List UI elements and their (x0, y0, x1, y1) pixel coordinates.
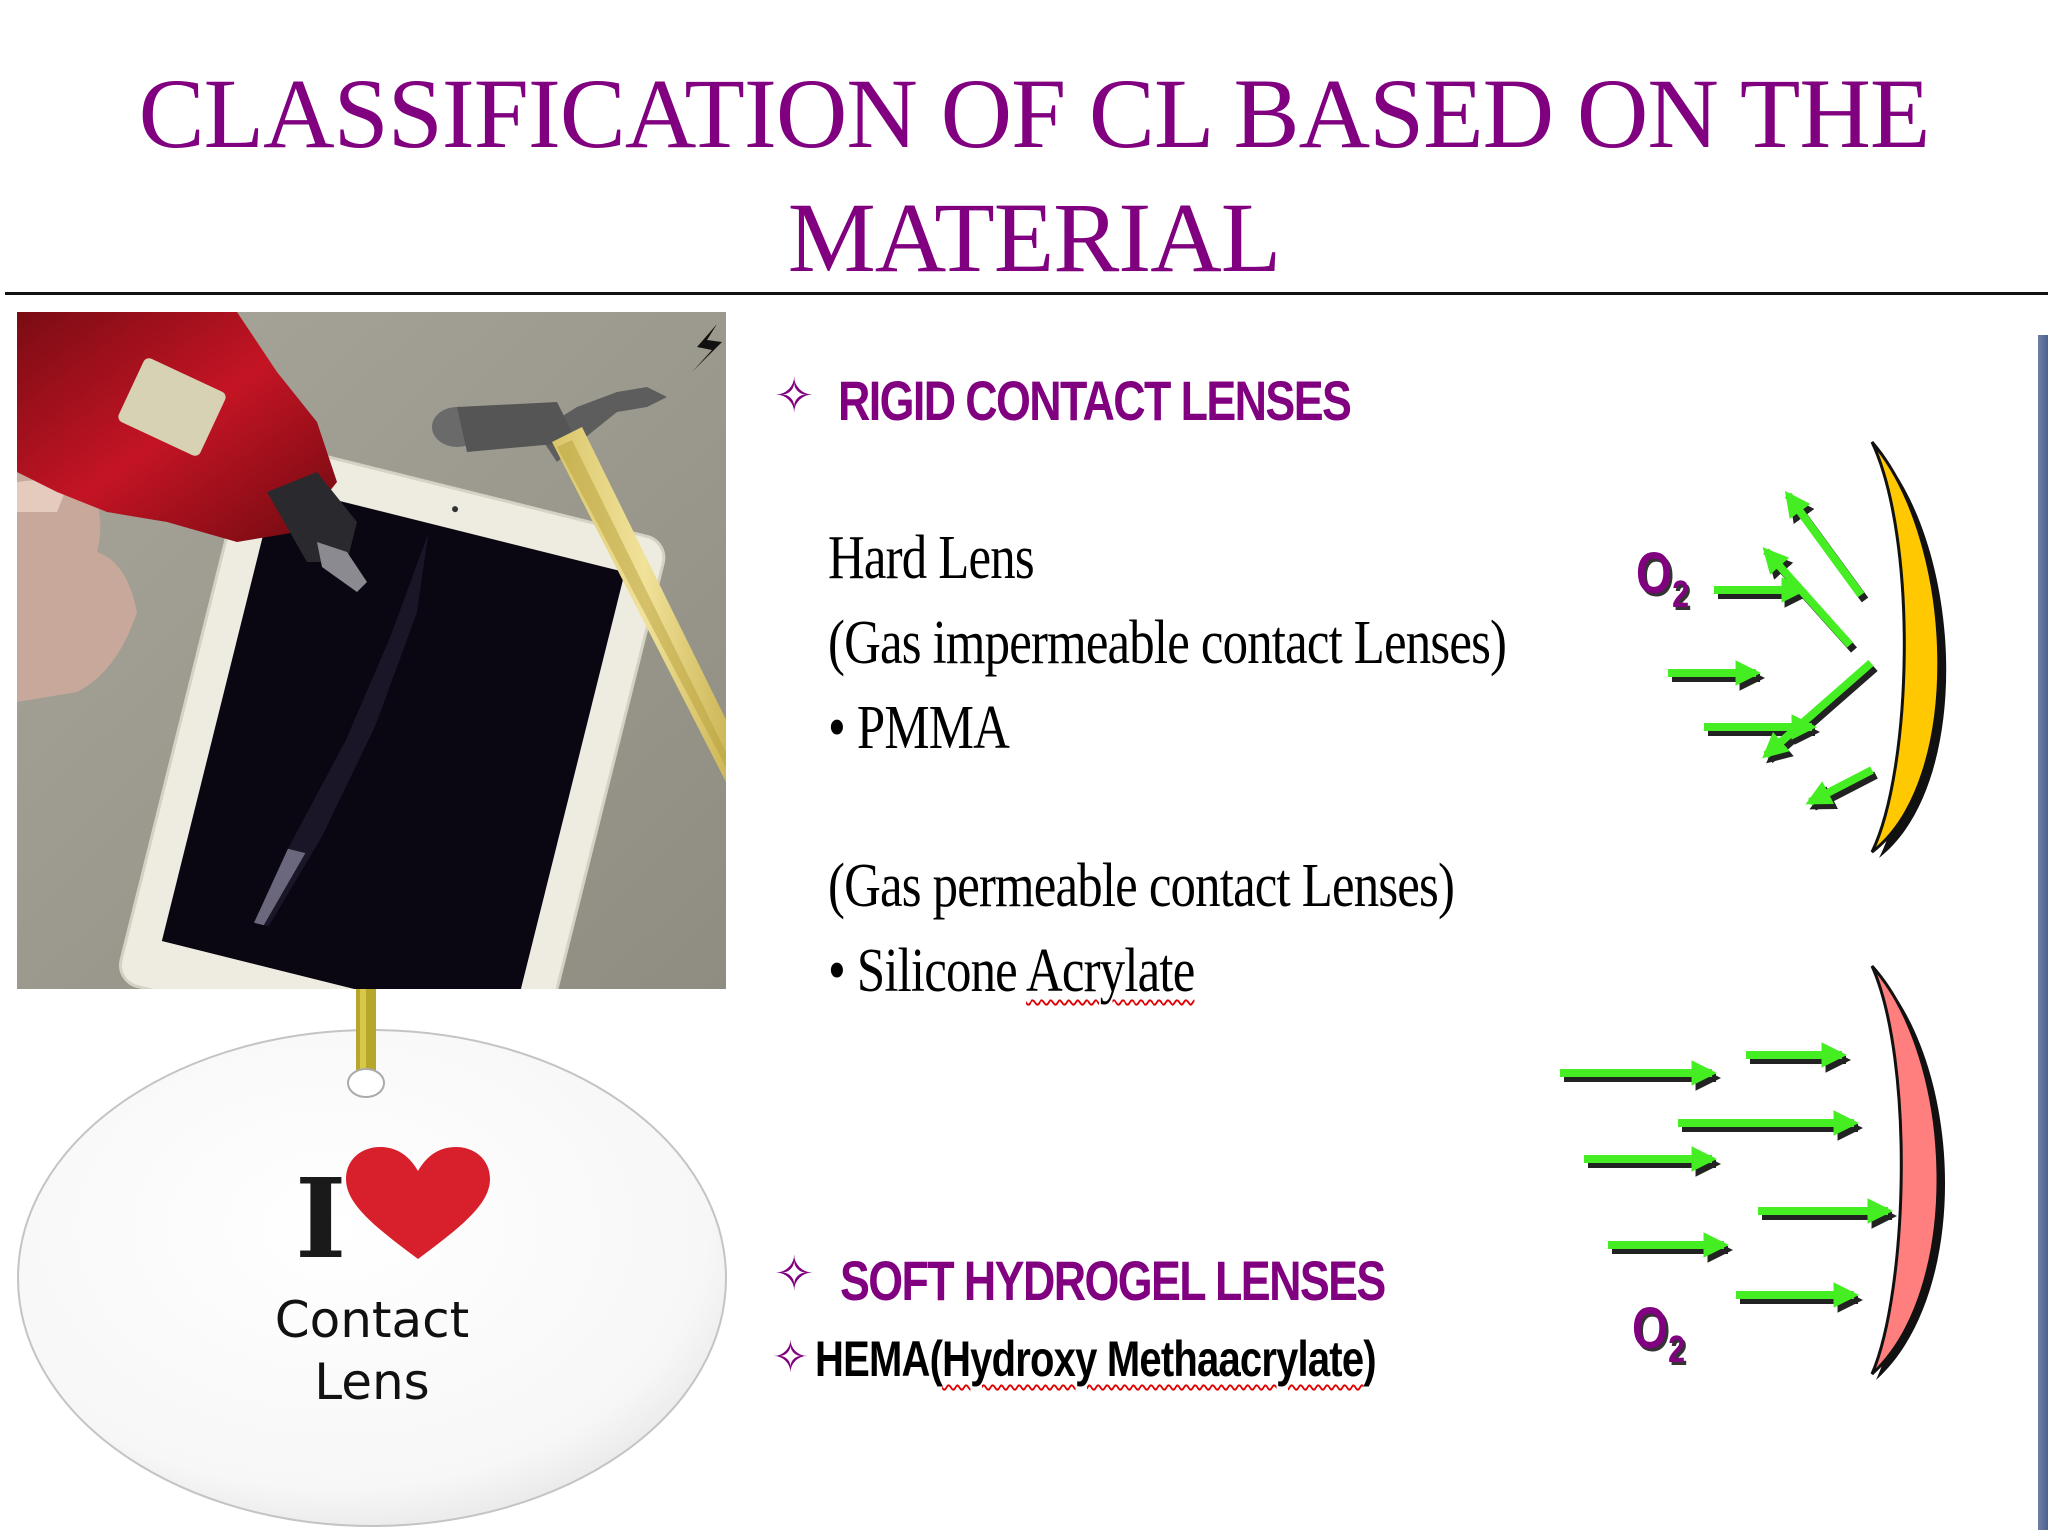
pmma-item: • PMMA (828, 694, 1010, 762)
hydroxy-methaacrylate-spellcheck-flag: Hydroxy Methaacrylate (942, 1331, 1364, 1387)
silicone-acrylate-item: • Silicone Acrylate (828, 937, 1195, 1005)
rigid-contact-lenses-heading: RIGID CONTACT LENSES (838, 369, 1352, 432)
soft-hydrogel-lenses-heading: SOFT HYDROGEL LENSES (840, 1249, 1386, 1312)
ornament-illustration: I Contact Lens (17, 989, 727, 1527)
rigid-lens-diagram-graphic (1668, 441, 1947, 858)
soft-bullet-star-icon: ✧ (774, 1246, 815, 1302)
drill-tablet-illustration (17, 312, 726, 989)
slide-title: CLASSIFICATION OF CL BASED ON THE MATERI… (10, 52, 2048, 300)
rigid-lens-oxygen-diagram: O2 (1600, 420, 2000, 880)
drill-tablet-photo (17, 312, 726, 989)
slide-title-line-2: MATERIAL (787, 182, 1282, 293)
rigid-o2-label: O2 (1636, 541, 1690, 617)
soft-o2-label: O2 (1632, 1296, 1686, 1372)
accent-side-bar (2038, 335, 2048, 1530)
hard-lens-title: Hard Lens (828, 524, 1035, 592)
hema-bullet-star-icon: ✧ (772, 1332, 809, 1383)
soft-lens-diagram-graphic (1560, 965, 1946, 1380)
svg-text:Lens: Lens (314, 1353, 429, 1411)
silicone-prefix: • Silicone (828, 937, 1027, 1005)
hema-item: HEMA(Hydroxy Methaacrylate) (815, 1331, 1377, 1387)
soft-lens-oxygen-diagram: O2 (1540, 950, 1980, 1390)
hema-suffix: ) (1363, 1331, 1376, 1387)
gas-permeable-subtitle: (Gas permeable contact Lenses) (828, 852, 1455, 920)
acrylate-spellcheck-flag: Acrylate (1026, 937, 1195, 1005)
rigid-bullet-star-icon: ✧ (774, 368, 815, 424)
title-divider (5, 292, 2048, 295)
svg-text:Contact: Contact (275, 1291, 470, 1349)
i-love-contact-lens-ornament: I Contact Lens (0, 989, 760, 1536)
gas-impermeable-subtitle: (Gas impermeable contact Lenses) (828, 609, 1507, 677)
svg-text:I: I (295, 1154, 346, 1283)
slide-title-line-1: CLASSIFICATION OF CL BASED ON THE (138, 58, 1931, 169)
hema-prefix: HEMA( (815, 1331, 943, 1387)
